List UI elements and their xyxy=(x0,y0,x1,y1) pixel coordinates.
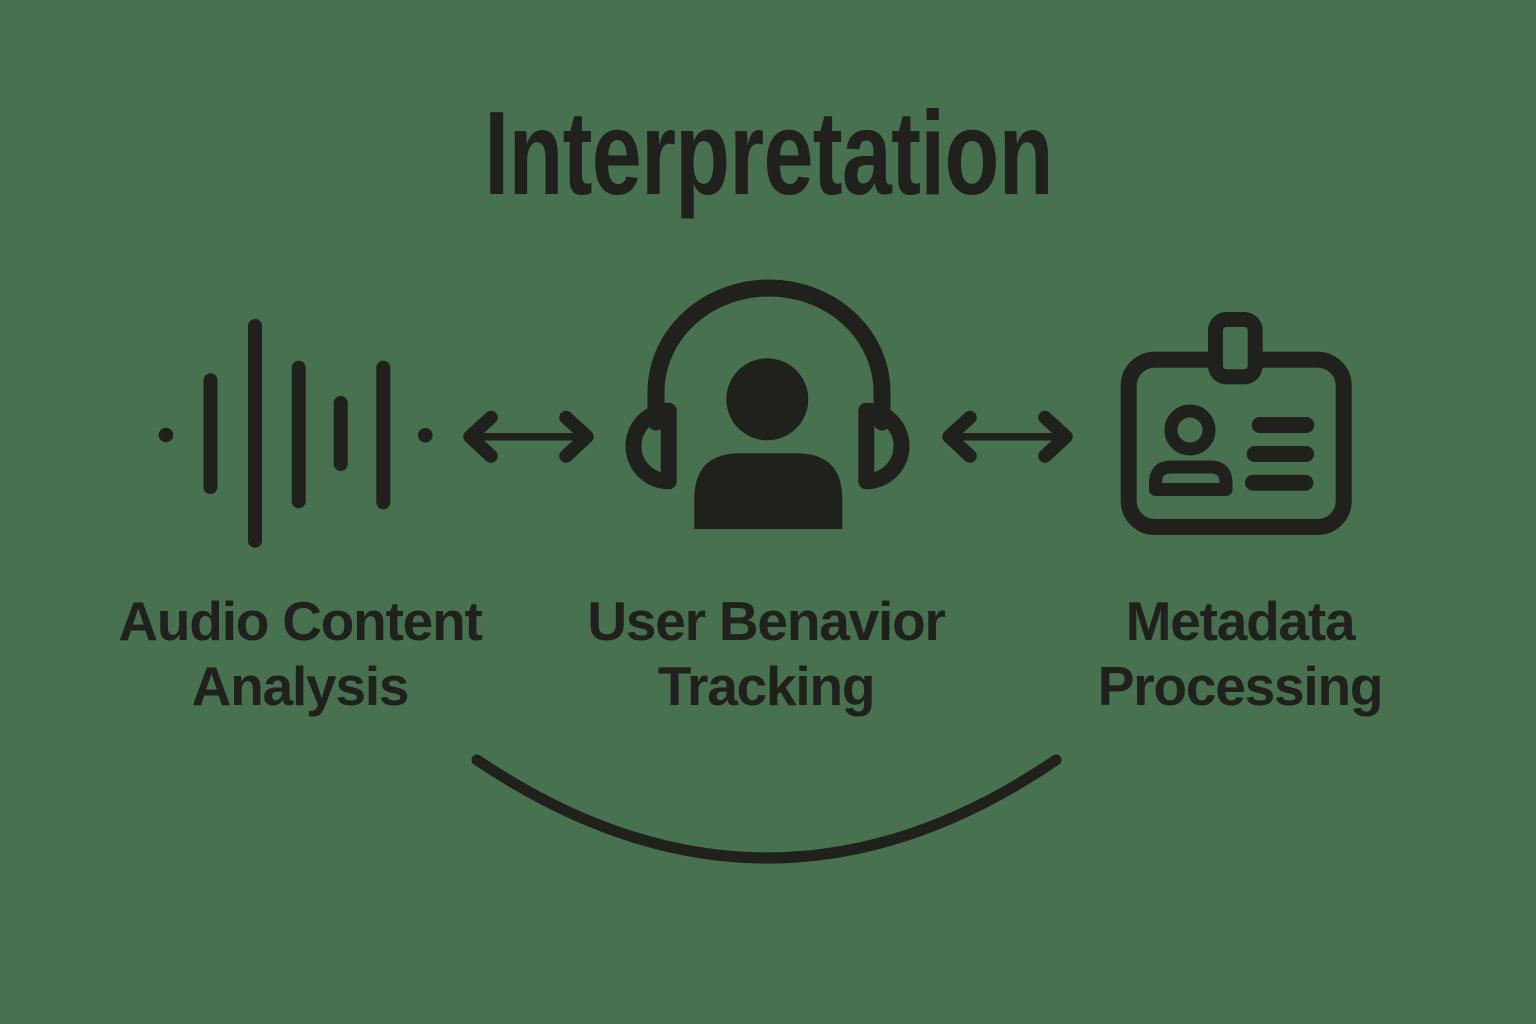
person-head xyxy=(726,358,809,441)
node-label-line: Processing xyxy=(1097,655,1384,717)
ear-cup-right xyxy=(858,402,910,490)
badge-photo-head xyxy=(1164,404,1216,456)
node-label-line: Tracking xyxy=(657,655,876,717)
ear-cup-left xyxy=(625,402,677,490)
node-label-line: Analysis xyxy=(191,655,410,717)
node-label-line: Metadata xyxy=(1125,590,1356,652)
badge-photo-body xyxy=(1149,460,1233,496)
arrow-head-right xyxy=(1038,410,1073,463)
arc-curve xyxy=(471,754,1062,864)
diagram-title-text: Interpretation xyxy=(483,87,1053,220)
badge-clip xyxy=(1208,312,1263,385)
user-headphones-icon xyxy=(625,279,910,529)
audio-waveform-icon xyxy=(158,319,433,548)
node-label-line: Audio Content xyxy=(118,590,482,652)
node-label-user: User Benavior Tracking xyxy=(556,589,976,719)
arrow-head-left xyxy=(463,410,498,463)
headphone-band xyxy=(647,279,891,431)
waveform-dot xyxy=(418,428,433,443)
node-label-audio: Audio Content Analysis xyxy=(90,589,510,719)
node-label-metadata: Metadata Processing xyxy=(1030,589,1450,719)
badge-card-outline xyxy=(1120,351,1352,536)
id-badge-icon xyxy=(1120,312,1352,536)
diagram-title: Interpretation xyxy=(0,94,1536,213)
bottom-arc-connector xyxy=(471,754,1062,864)
arrow-head-left xyxy=(942,410,977,463)
arrow-head-right xyxy=(559,410,594,463)
person-body xyxy=(694,453,843,529)
waveform-dot xyxy=(158,427,174,443)
node-label-line: User Benavior xyxy=(587,590,946,652)
double-arrow-icon xyxy=(942,410,1073,463)
double-arrow-icon xyxy=(463,410,594,463)
